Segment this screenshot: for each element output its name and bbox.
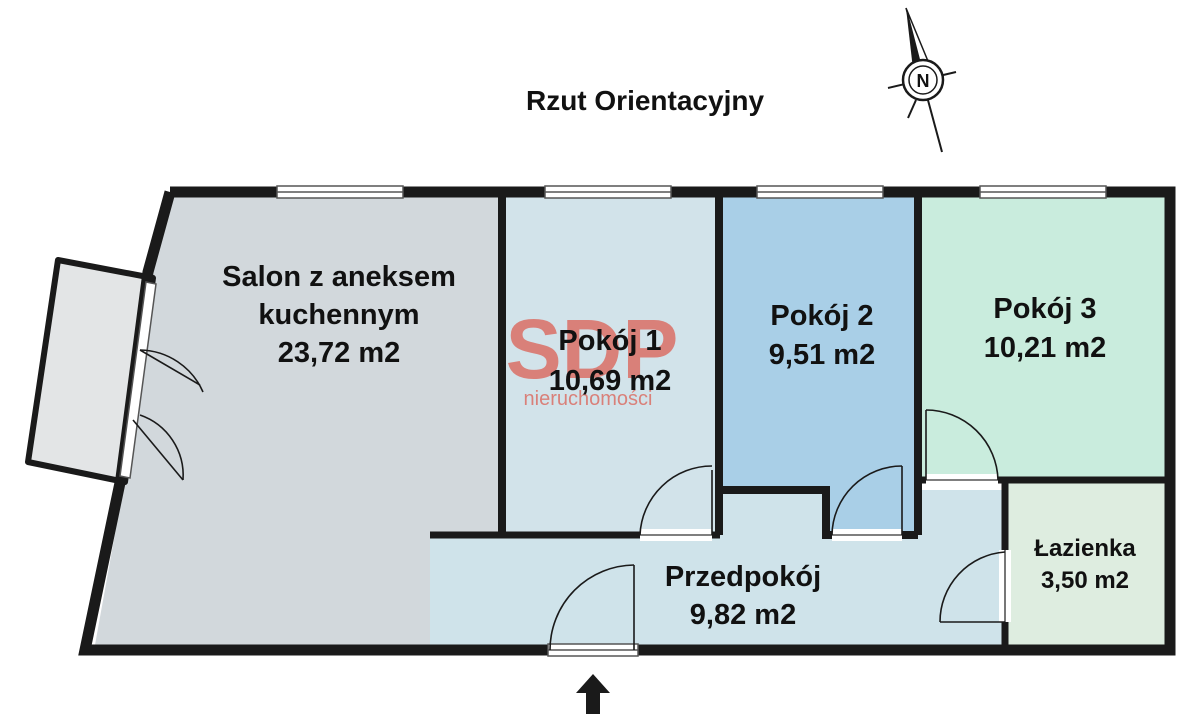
room-fills [95,197,1165,645]
compass-letter: N [917,71,930,91]
lazienka-name: Łazienka [1034,535,1136,562]
door-entrance [547,564,639,657]
door-pokoj3 [925,409,999,486]
windows [119,185,1107,479]
compass-icon: N [887,7,957,153]
window-pokoj3 [979,185,1107,199]
window-salon [276,185,404,199]
room-salon-floor [95,197,500,645]
balcony-door-frame [119,281,157,479]
window-pokoj1 [544,185,672,199]
pokoj1-area: 10,69 m2 [549,365,672,397]
room-przedpokoj-floor [430,535,1005,645]
room-labels: Salon z aneksem kuchennym 23,72 m2 Pokój… [222,261,1136,631]
door-lazienka [939,550,1011,623]
door-pokoj1 [639,465,713,541]
room-lazienka-floor [1005,480,1165,645]
salon-area: 23,72 m2 [278,337,401,369]
watermark-logo: SDP [506,302,679,396]
pokoj3-area: 10,21 m2 [984,332,1107,364]
watermark: SDP nieruchomości [506,302,679,410]
lazienka-area: 3,50 m2 [1041,567,1129,594]
pokoj3-name: Pokój 3 [993,293,1096,325]
pokoj2-area: 9,51 m2 [769,339,875,371]
room-pokoj2-floor [720,197,918,535]
room-pokoj3-floor [918,197,1165,480]
window-pokoj2 [756,185,884,199]
salon-name-line2: kuchennym [258,299,419,331]
entrance-arrow-icon [576,674,610,714]
door-pokoj2 [831,465,903,541]
salon-name-line1: Salon z aneksem [222,261,456,293]
pokoj2-name: Pokój 2 [770,300,873,332]
watermark-text: nieruchomości [524,388,653,410]
room-pokoj1-floor [500,197,720,535]
outer-wall [78,186,1176,656]
przedpokoj-area: 9,82 m2 [690,599,796,631]
pokoj1-name: Pokój 1 [558,325,661,357]
doors [132,349,1011,657]
door-balcony [132,349,204,481]
przedpokoj-name: Przedpokój [665,561,821,593]
page-title: Rzut Orientacyjny [526,85,764,116]
